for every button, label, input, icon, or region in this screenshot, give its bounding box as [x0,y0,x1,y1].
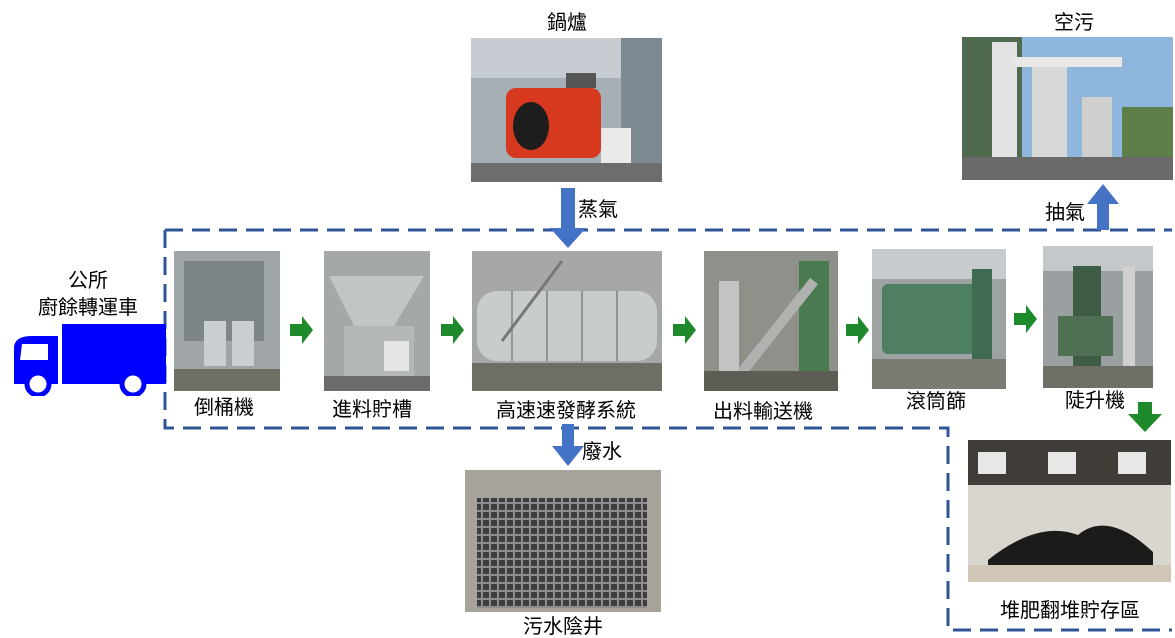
boiler-title: 鍋爐 [547,10,587,34]
step-photo-trommel [872,249,1006,389]
process-boundary-dashed [163,228,1172,632]
flow-arrow-1 [290,316,313,344]
wastewater-pit-photo [465,470,661,612]
wastewater-pit-title: 污水陰井 [523,614,603,638]
step-label-dumper: 倒桶機 [194,395,254,419]
truck-label-line2: 廚餘轉運車 [38,295,138,319]
flow-arrow-5 [1014,305,1037,333]
wastewater-arrow [552,424,584,466]
flow-arrow-3 [673,316,696,344]
wastewater-label: 廢水 [582,439,622,463]
step-label-elevator: 陡升機 [1065,388,1125,412]
flow-arrow-4 [846,316,869,344]
steam-arrow [550,188,586,248]
step-label-discharge-conveyor: 出料輸送機 [713,399,813,423]
step-label-trommel: 滾筒篩 [906,389,966,413]
step-label-feed-tank: 進料貯槽 [332,397,412,421]
boiler-photo [471,38,662,182]
step-photo-elevator [1043,246,1153,388]
exhaust-label: 抽氣 [1045,200,1085,224]
compost-storage-title: 堆肥翻堆貯存區 [1000,598,1140,622]
compost-storage-photo [968,440,1171,582]
steam-label: 蒸氣 [578,197,618,221]
step-photo-fermenter [472,251,662,391]
truck-icon [14,324,166,396]
exhaust-arrow [1087,184,1119,230]
step-photo-feed-tank [324,251,430,391]
step-label-fermenter: 高速速發酵系統 [496,398,636,422]
truck-label-line1: 公所 [68,268,108,292]
step-photo-dumper [174,251,280,391]
air-pollution-title: 空污 [1054,10,1094,34]
flow-arrow-down-compost [1128,402,1162,432]
step-photo-discharge-conveyor [704,251,838,391]
flow-arrow-2 [441,316,464,344]
air-pollution-photo [962,37,1173,180]
